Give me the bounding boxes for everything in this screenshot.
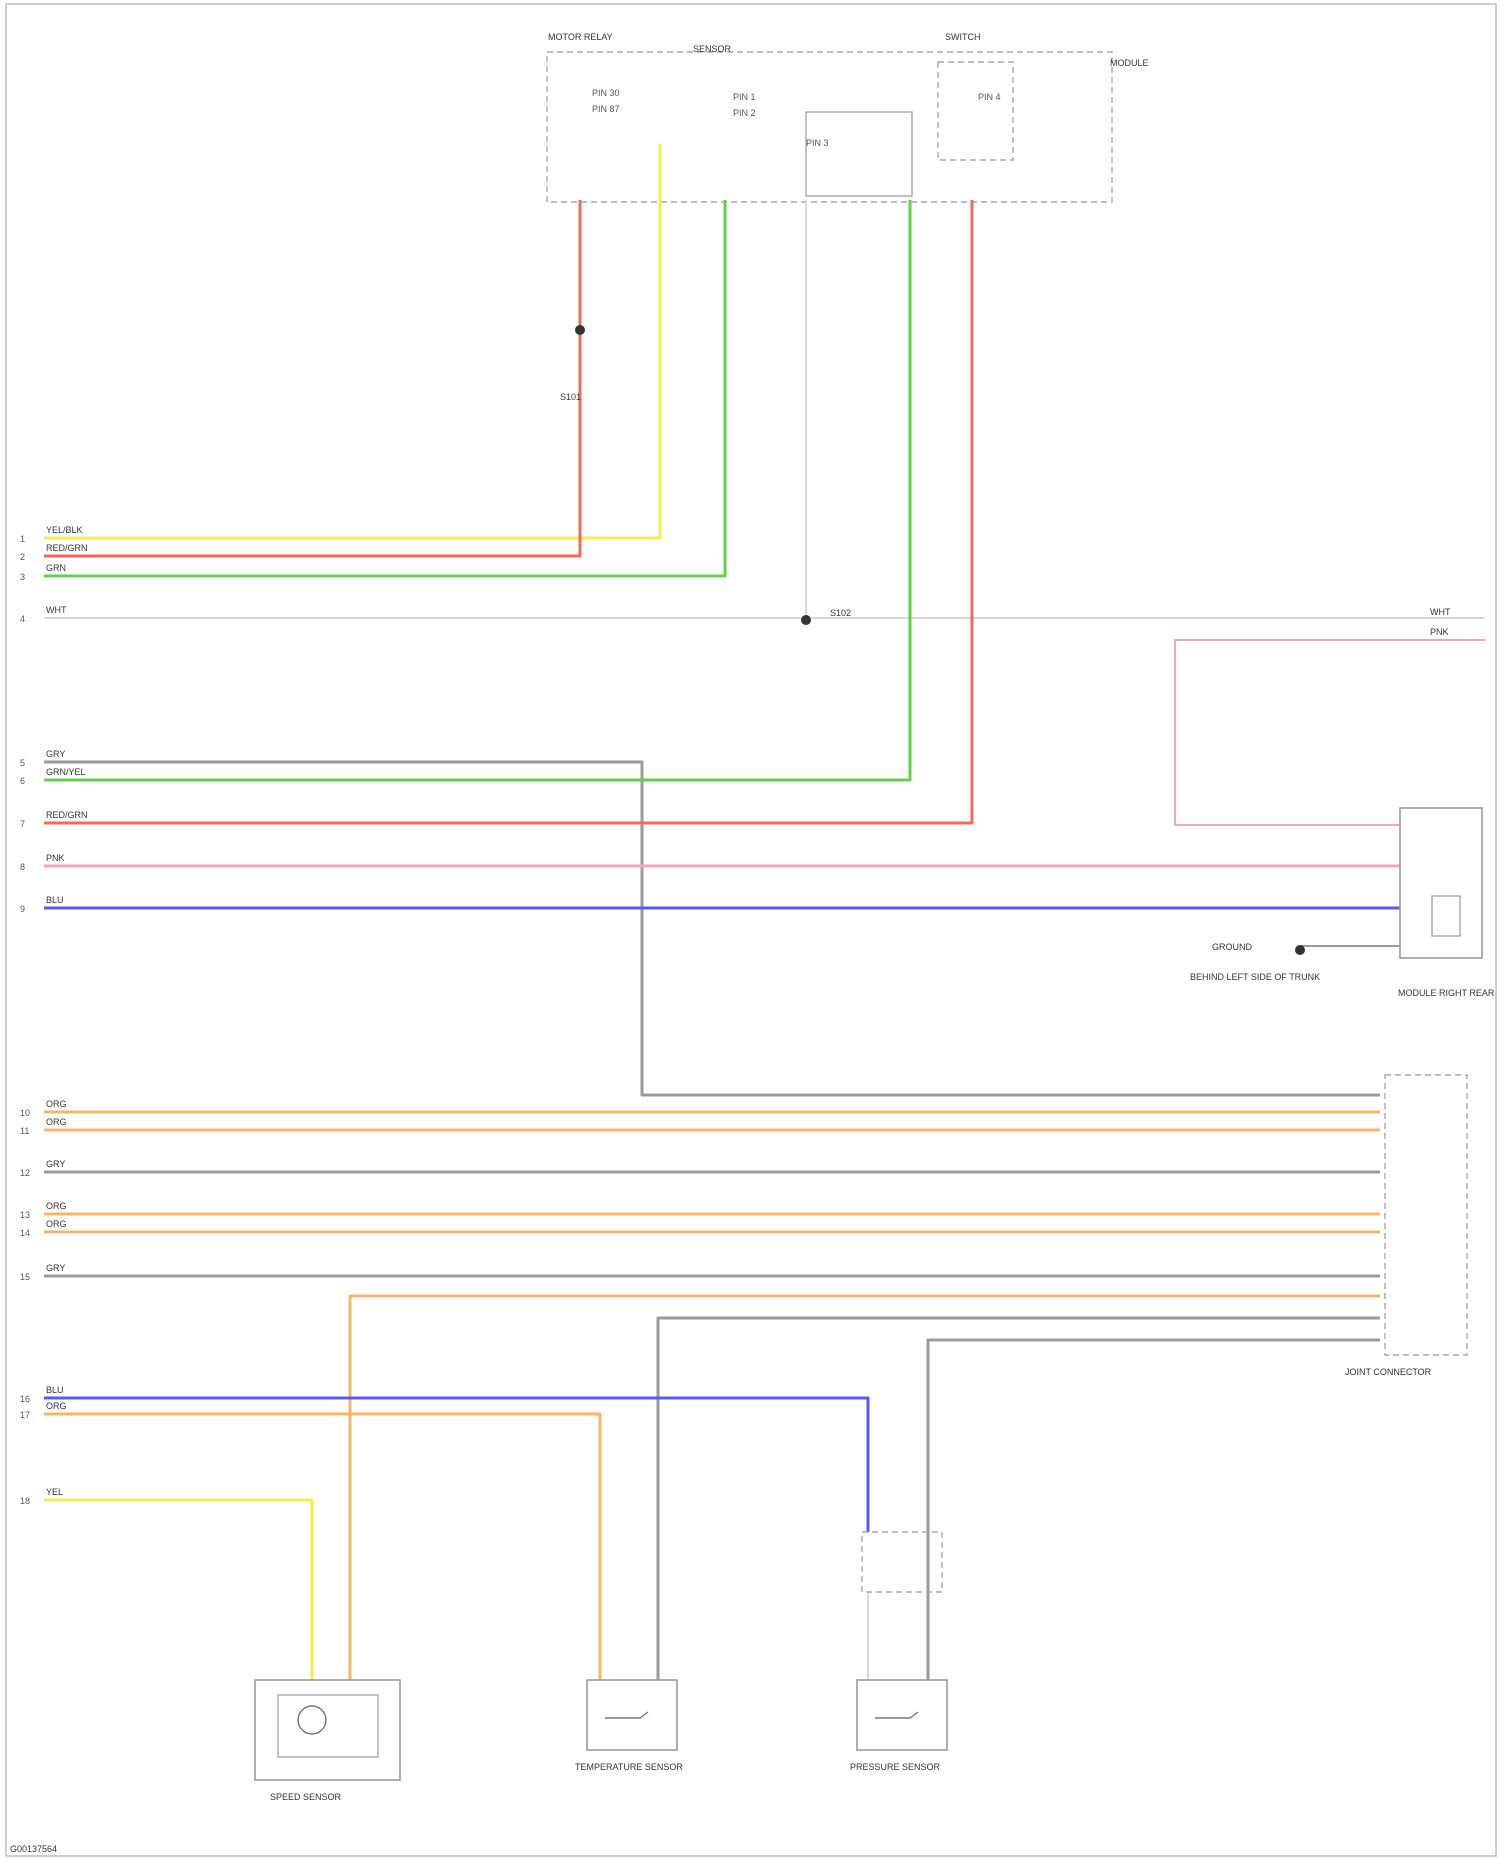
sensor-3-box [857,1680,947,1750]
top-pin-label-6: PIN 4 [978,92,1001,102]
bus-row-number: 9 [20,904,25,914]
bus-row-label: BLU [46,895,64,905]
top-pin-label-3: PIN 1 [733,92,756,102]
bus-row-label: GRY [46,1263,65,1273]
sensor-1: SPEED SENSOR [255,1680,400,1802]
right-joint-connector: JOINT CONNECTOR [1345,1075,1467,1377]
bus-row-label: GRN [46,563,66,573]
bus-row-label: RED/GRN [46,543,88,553]
bus-row-number: 11 [20,1126,29,1136]
wire-grn-yel-to-module [44,200,910,780]
splice-label-1: S101 [560,392,581,402]
wire-blu-to-sensor3 [44,1398,868,1532]
top-connector-label-4: MODULE [1110,58,1149,68]
top-pin-label-4: PIN 2 [733,108,756,118]
right-wht-label: WHT [1430,607,1451,617]
wire-gry-to-sensor2 [658,1318,1380,1680]
bus-row-label: GRN/YEL [46,767,86,777]
bus-row-number: 17 [20,1410,30,1420]
bus-row-number: 13 [20,1210,30,1220]
bus-row-label: ORG [46,1099,67,1109]
ground-note: BEHIND LEFT SIDE OF TRUNK [1190,972,1320,982]
top-component-block: MOTOR RELAY SENSOR SWITCH MODULE PIN 30 … [547,32,1149,202]
bus-row-number: 12 [20,1168,30,1178]
splice-dot-2 [801,615,811,625]
wire-red-grn-to-relay [44,200,580,556]
wire-gry-to-sensor3 [928,1340,1380,1680]
bus-row-number: 10 [20,1108,30,1118]
right-module: MODULE RIGHT REAR WHT PNK GROUND BEHIND … [1190,607,1495,998]
bus-row-number: 3 [20,572,25,582]
bus-row-number: 8 [20,862,25,872]
bus-row-number: 18 [20,1496,30,1506]
joint-connector-label: JOINT CONNECTOR [1345,1367,1432,1377]
wire-grn-to-switch [44,200,725,576]
bus-row-number: 16 [20,1394,30,1404]
wire-gry-to-joint [44,762,1380,1095]
sensor-2-label: TEMPERATURE SENSOR [575,1762,683,1772]
top-pin-label-5: PIN 3 [806,138,829,148]
bus-row-label: ORG [46,1219,67,1229]
bus-row-number: 2 [20,552,25,562]
wire-org-to-sensor2 [44,1414,600,1680]
bus-row-label: BLU [46,1385,64,1395]
wire-layer [44,145,1485,1680]
splice-dot-1 [575,325,585,335]
top-relay-housing [938,62,1013,160]
joint-connector-housing [1385,1075,1467,1355]
top-inner-module [806,112,912,196]
splice-label-2: S102 [830,608,851,618]
bus-row-label: YEL/BLK [46,525,83,535]
bus-row-label: YEL [46,1487,63,1497]
top-pin-label-1: PIN 30 [592,88,620,98]
bus-row-number: 4 [20,614,25,624]
bus-row-label: ORG [46,1201,67,1211]
top-pin-label-2: PIN 87 [592,104,620,114]
bus-row-number: 15 [20,1272,30,1282]
top-connector-label-2: SENSOR [693,44,732,54]
bus-row-label: GRY [46,1159,65,1169]
right-module-label: MODULE RIGHT REAR [1398,988,1495,998]
sensor-2: TEMPERATURE SENSOR [575,1680,683,1772]
bus-row-number: 7 [20,819,25,829]
wire-yel-to-sensor1 [44,1500,312,1680]
bus-row-label: ORG [46,1401,67,1411]
sensor-3-connector-housing [862,1532,942,1592]
wire-org-to-sensor1 [350,1296,1380,1680]
sensor-3: PRESSURE SENSOR [850,1680,947,1772]
bus-label-layer: 1YEL/BLK2RED/GRN3GRN4WHT5GRY6GRN/YEL7RED… [20,525,88,1506]
sensor-3-label: PRESSURE SENSOR [850,1762,941,1772]
wire-red-to-relay-right [44,200,972,823]
bus-row-number: 14 [20,1228,30,1238]
top-connector-label-1: MOTOR RELAY [548,32,613,42]
wire-yel-blk-to-sensor [44,145,660,538]
right-pnk-label: PNK [1430,627,1449,637]
wire-pnk-loop [1175,640,1485,825]
top-dashed-housing [547,52,1112,202]
bus-row-number: 5 [20,758,25,768]
bus-row-label: PNK [46,853,65,863]
ground-point [1295,945,1305,955]
diagram-frame [6,4,1496,1856]
bus-row-number: 6 [20,776,25,786]
bus-row-label: RED/GRN [46,810,88,820]
bus-row-number: 1 [20,534,25,544]
bus-row-label: WHT [46,605,67,615]
bus-row-label: ORG [46,1117,67,1127]
footer-code: G00137564 [10,1844,57,1854]
sensor-2-box [587,1680,677,1750]
ground-label: GROUND [1212,942,1252,952]
sensor-1-label: SPEED SENSOR [270,1792,342,1802]
top-connector-label-3: SWITCH [945,32,981,42]
bus-row-label: GRY [46,749,65,759]
